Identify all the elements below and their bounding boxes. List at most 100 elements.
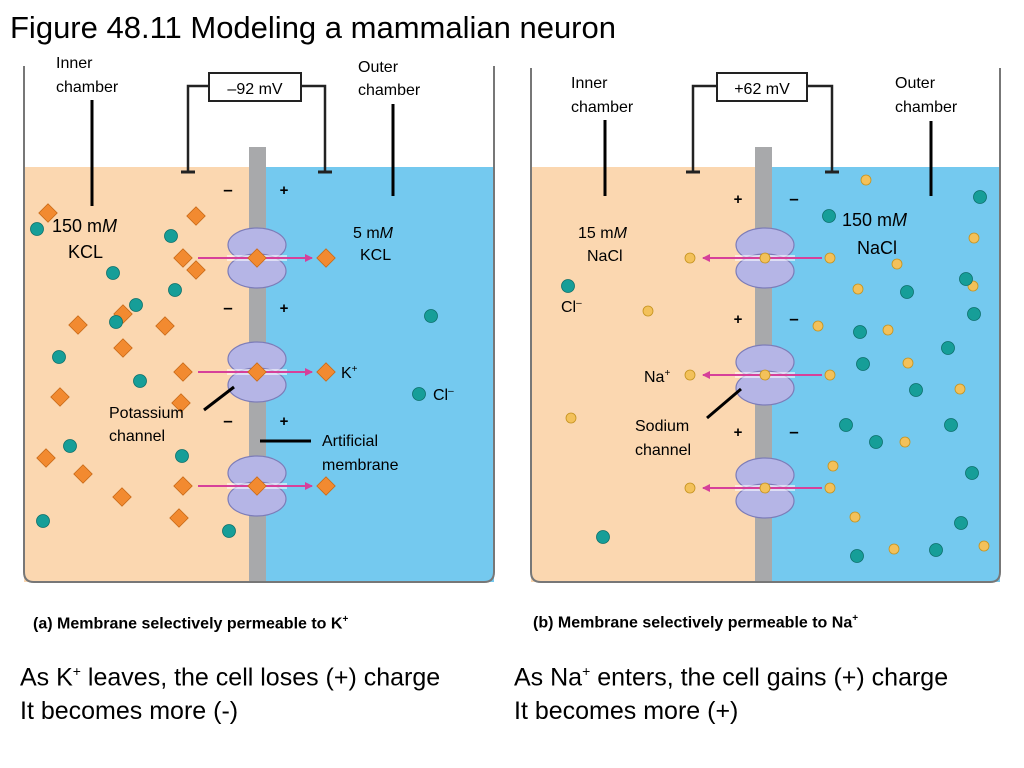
right-note-charge: + — [582, 663, 591, 679]
right-note-line1: As Na+ enters, the cell gains (+) charge — [514, 654, 948, 694]
panel-a-voltmeter — [208, 72, 302, 102]
panel-a-chamber-outline — [23, 66, 495, 583]
panel-a-k-ion-11 — [171, 393, 191, 413]
panel-b-channel-label-line2: channel — [635, 442, 691, 459]
panel-a-charge-plus-2: + — [280, 300, 289, 317]
panel-b-inner-label-line1: Inner — [571, 75, 608, 92]
panel-b-channel-leader — [706, 387, 742, 420]
page-title: Figure 48.11 Modeling a mammalian neuron — [10, 10, 616, 45]
panel-a-cl-ion-4 — [168, 283, 182, 297]
panel-b-sodium-label: Na+ — [644, 368, 670, 386]
panel-b-charge-minus-3: – — [789, 422, 798, 441]
panel-b-cl-ion-2 — [822, 209, 836, 223]
panel-b-voltmeter — [716, 72, 808, 102]
panel-a-cl-ion-13 — [424, 309, 438, 323]
panel-b-cl-ion-8 — [941, 341, 955, 355]
panel-a-charge-minus-3: – — [223, 411, 232, 430]
panel-b-channel-label: Sodium channel — [635, 418, 694, 459]
panel-b-charge-plus-1: + — [734, 191, 743, 208]
panel-a-k-ion-8 — [73, 464, 93, 484]
panel-b-cl-ion-14 — [965, 466, 979, 480]
panel-b-na-ion-7 — [882, 324, 894, 336]
panel-a-inner-chamber-label: Inner chamber — [56, 55, 119, 96]
panel-b-na-ion-3 — [852, 283, 864, 295]
panel-a-potassium-label: K+ — [341, 364, 358, 382]
panel-a-charge-plus-1: + — [280, 182, 289, 199]
panel-a-k-ion-7 — [50, 387, 70, 407]
panel-b-na-ion-10 — [899, 436, 911, 448]
panel-a-inner-solute: KCL — [68, 242, 103, 262]
panel-b-ions — [561, 174, 990, 563]
panel-a-voltage-readout: –92 mV — [227, 81, 282, 98]
panel-b-outer-conc-unit: M — [892, 210, 907, 230]
panel-a-channel-leader — [203, 385, 235, 412]
panel-b-sodium-channels — [702, 227, 822, 519]
panel-a-cl-ion-7 — [52, 350, 66, 364]
panel-a-membrane-label-line2: membrane — [322, 457, 399, 474]
panel-a-k-ion-12 — [36, 448, 56, 468]
panel-a-k-ion-3 — [68, 315, 88, 335]
panel-b-cl-ion-6 — [967, 307, 981, 321]
panel-a-outer-chamber-label: Outer chamber — [358, 59, 421, 99]
panel-b-outer-concentration: 150 mM — [842, 210, 907, 230]
panel-a-ions — [30, 203, 438, 538]
panel-b-cl-ion-18 — [596, 530, 610, 544]
panel-a-caption: (a) Membrane selectively permeable to K+ — [33, 614, 348, 633]
panel-b-sodium-charge: + — [664, 368, 670, 379]
right-note-line2: It becomes more (+) — [514, 697, 739, 726]
panel-b-cl-ion-3 — [973, 190, 987, 204]
panel-a-k-ion-5 — [155, 316, 175, 336]
panel-a-channel-1-inner-k-ion — [173, 248, 193, 268]
panel-a-k-ion-2 — [186, 206, 206, 226]
panel-b-voltmeter-wire — [691, 84, 834, 172]
panel-a-outer-conc-unit: M — [380, 225, 394, 242]
panel-a-k-ion-1 — [38, 203, 58, 223]
right-note: As Na+ enters, the cell gains (+) charge… — [514, 654, 948, 728]
panel-b-na-ion-8 — [902, 357, 914, 369]
panel-b-channel-3-inner-na-ion — [684, 482, 696, 494]
panel-a-inner-fluid — [24, 167, 249, 582]
panel-b-cl-ion-13 — [944, 418, 958, 432]
panel-a-chloride-charge: – — [448, 386, 454, 397]
panel-a-chloride-symbol: Cl — [433, 387, 448, 404]
panel-b-na-ion-4 — [891, 258, 903, 270]
panel-b-channel-3-outer-na-ion — [824, 482, 836, 494]
neuron-model-diagram: –92 mV Inner chamber Outer chamber 150 m… — [23, 55, 1002, 628]
panel-b-na-ion-15 — [565, 412, 577, 424]
panel-b-charge-plus-3: + — [734, 424, 743, 441]
panel-a-cl-ion-11 — [36, 514, 50, 528]
panel-b-inner-concentration: 15 mM — [578, 225, 628, 242]
panel-b-inner-conc-unit: M — [614, 225, 628, 242]
panel-b-charge-minus-1: – — [789, 189, 798, 208]
panel-b-channel-2-pore-na-ion — [759, 369, 771, 381]
panel-b-na-ion-9 — [954, 383, 966, 395]
panel-a-outer-label-line2: chamber — [358, 82, 421, 99]
panel-a-outer-fluid — [266, 167, 494, 582]
panel-b-channel-3 — [735, 457, 795, 519]
panel-b-caption-charge: + — [852, 613, 859, 624]
panel-b-outer-solute: NaCl — [857, 238, 897, 258]
panel-b-cl-ion-11 — [839, 418, 853, 432]
panel-a-outer-solute: KCL — [360, 247, 391, 264]
left-note-line2: It becomes more (-) — [20, 697, 239, 726]
panel-b-na-ion-16 — [642, 305, 654, 317]
panel-a-k-ion-10 — [169, 508, 189, 528]
panel-a-charge-minus-1: – — [223, 180, 232, 199]
panel-b-channel-1-outer-na-ion — [824, 252, 836, 264]
panel-a-cl-ion-3 — [106, 266, 120, 280]
left-note-line1-start: As K — [20, 663, 73, 692]
panel-b: +62 mV Inner chamber Outer chamber 15 mM… — [522, 68, 1002, 628]
panel-a-inner-conc-value: 150 m — [52, 216, 102, 236]
panel-a-caption-text: (a) Membrane selectively permeable to K — [33, 615, 343, 633]
panel-b-cl-ion-10 — [909, 383, 923, 397]
panel-a-cl-ion-5 — [129, 298, 143, 312]
panel-b-outer-chamber-label: Outer chamber — [895, 75, 958, 116]
panel-a-membrane-label-line1: Artificial — [322, 433, 378, 450]
panel-b-channel-1-pore-na-ion — [759, 252, 771, 264]
panel-a-charge-plus-3: + — [280, 413, 289, 430]
panel-b-sodium-symbol: Na — [644, 369, 665, 386]
panel-b-chloride-label: Cl– — [561, 298, 582, 316]
panel-a-k-ion-13 — [186, 260, 206, 280]
panel-a-cl-ion-10 — [175, 449, 189, 463]
